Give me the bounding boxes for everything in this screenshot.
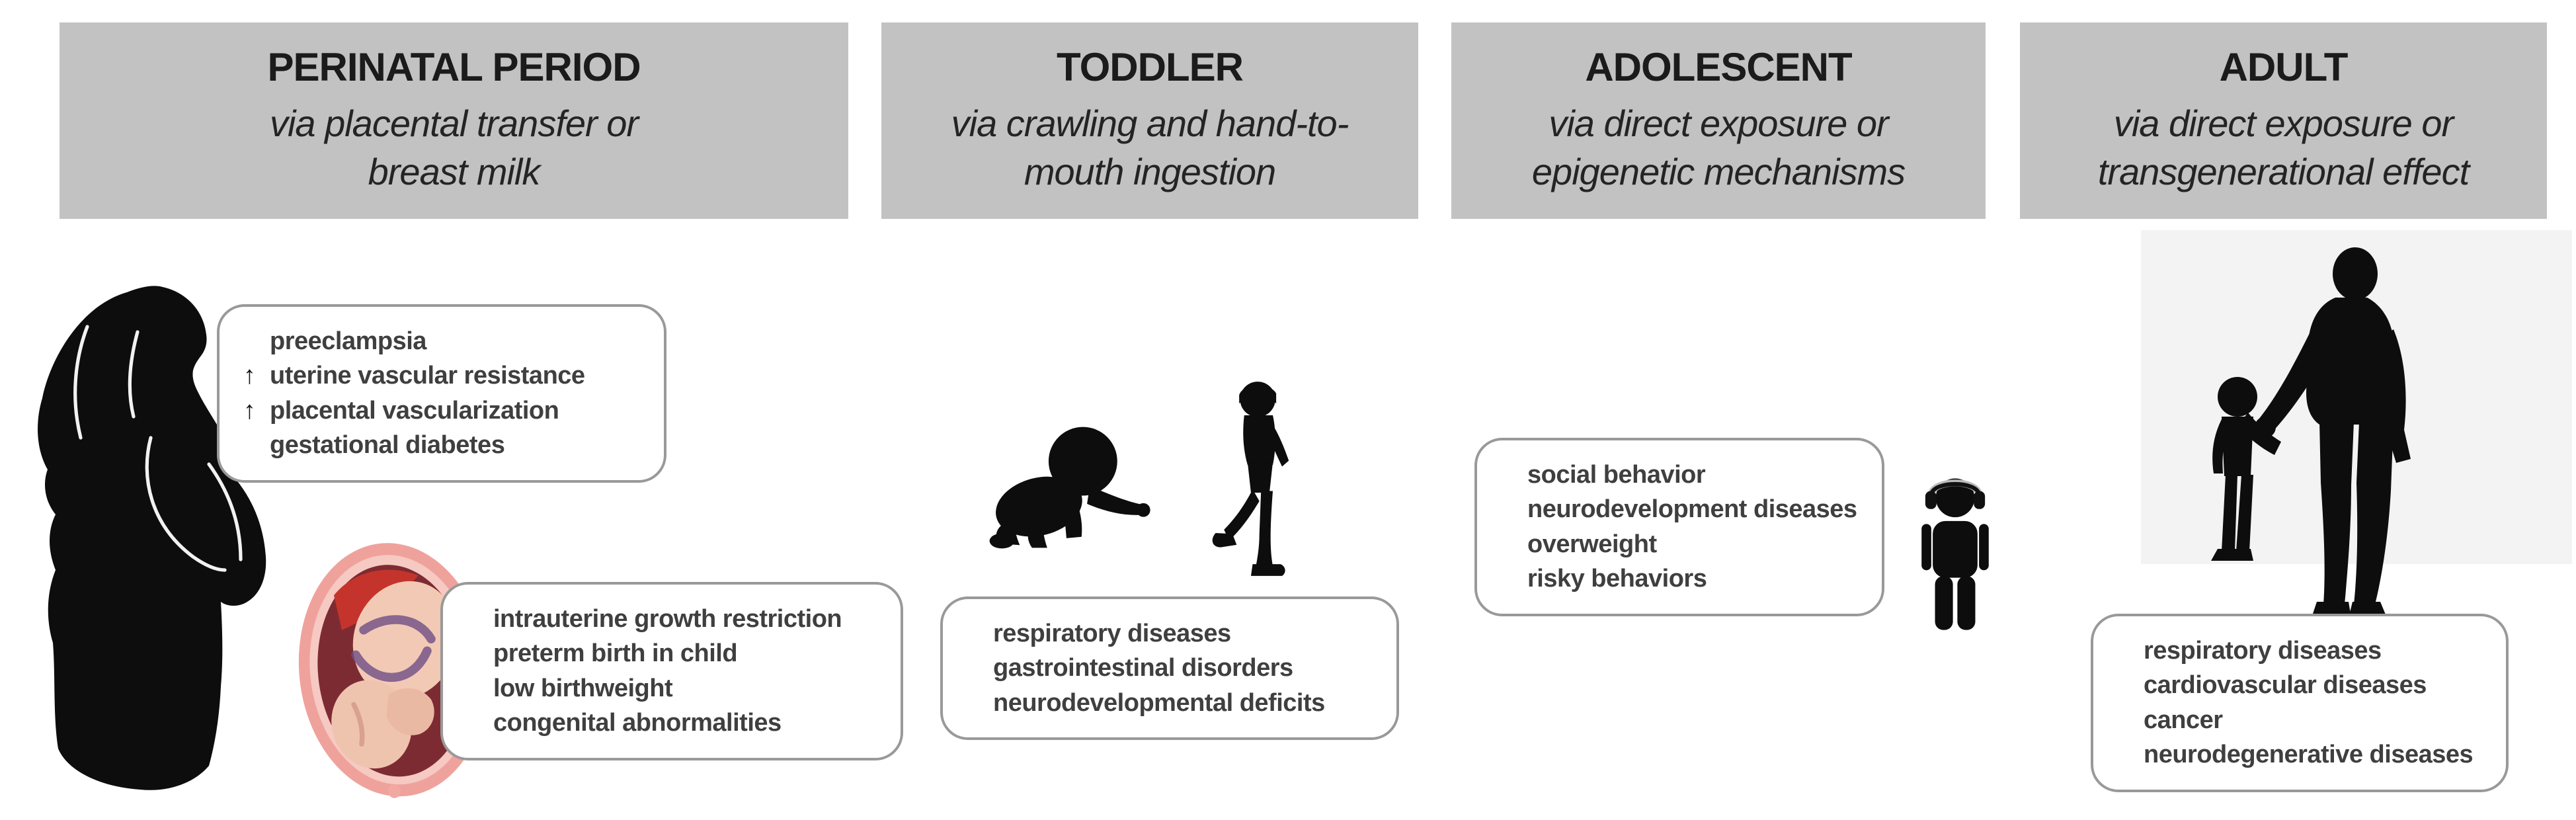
fetus-in-womb-icon: [298, 543, 489, 798]
stage-title: PERINATAL PERIOD: [267, 45, 641, 90]
callout-item: ↑ placental vascularization: [243, 393, 640, 428]
callout-perinatal-child-outcomes: intrauterine growth restriction preterm …: [440, 582, 903, 760]
headphones-band: [1929, 481, 1982, 497]
callout-item: respiratory diseases: [993, 620, 1231, 647]
increase-arrow-icon: ↑: [243, 396, 256, 425]
callout-item: low birthweight: [493, 674, 673, 702]
callout-item-text: uterine vascular resistance: [270, 362, 585, 390]
callout-item: neurodevelopmental deficits: [993, 688, 1325, 717]
stage-exposure-route: via placental transfer or breast milk: [269, 102, 639, 193]
callout-item: cardiovascular diseases: [2144, 671, 2427, 700]
stage-header-adolescent: ADOLESCENT via direct exposure or epigen…: [1451, 22, 1986, 219]
pregnant-woman-icon: [38, 286, 266, 790]
walking-child-icon: [1212, 382, 1289, 576]
callout-toddler-outcomes: respiratory diseases gastrointestinal di…: [940, 596, 1399, 741]
callout-perinatal-maternal-effects: preeclampsia ↑ uterine vascular resistan…: [217, 304, 666, 483]
callout-adult-outcomes: respiratory diseases cardiovascular dise…: [2091, 614, 2509, 792]
callout-item: overweight: [1527, 530, 1657, 558]
crawling-baby-icon: [989, 427, 1150, 549]
stage-header-toddler: TODDLER via crawling and hand-to-mouth i…: [881, 22, 1418, 219]
callout-item: intrauterine growth restriction: [493, 605, 842, 633]
callout-item: preterm birth in child: [493, 639, 738, 668]
callout-item-text: placental vascularization: [270, 396, 559, 425]
callout-item: neurodegenerative diseases: [2144, 741, 2474, 769]
stage-header-adult: ADULT via direct exposure or transgenera…: [2020, 22, 2547, 219]
adult-with-child-icon: [2211, 247, 2411, 618]
callout-item: respiratory diseases: [2144, 637, 2382, 665]
stage-header-perinatal: PERINATAL PERIOD via placental transfer …: [60, 22, 848, 219]
headphone-earcup-right: [1974, 491, 1986, 509]
callout-item-text: preeclampsia: [270, 327, 426, 355]
increase-arrow-icon: ↑: [243, 362, 256, 390]
stage-exposure-route: via crawling and hand-to-mouth ingestion: [951, 102, 1349, 193]
callout-item: cancer: [2144, 706, 2223, 734]
callout-adolescent-outcomes: social behavior neurodevelopment disease…: [1474, 438, 1884, 616]
stage-title: TODDLER: [1057, 45, 1244, 90]
callout-item: congenital abnormalities: [493, 709, 782, 737]
callout-item: risky behaviors: [1527, 565, 1707, 593]
callout-item: ↑ uterine vascular resistance: [243, 358, 640, 393]
callout-item: gastrointestinal disorders: [993, 654, 1293, 682]
callout-item: gestational diabetes: [243, 428, 640, 462]
adolescent-headphones-icon: [1921, 478, 1989, 630]
headphone-earcup-left: [1925, 491, 1937, 509]
callout-item: preeclampsia: [243, 324, 640, 358]
callout-item: neurodevelopment diseases: [1527, 495, 1857, 524]
stage-title: ADOLESCENT: [1585, 45, 1852, 90]
stage-title: ADULT: [2219, 45, 2349, 90]
callout-item-text: gestational diabetes: [270, 431, 505, 460]
stage-exposure-route: via direct exposure or transgenerational…: [2097, 102, 2470, 193]
callout-item: social behavior: [1527, 461, 1706, 489]
stage-exposure-route: via direct exposure or epigenetic mechan…: [1531, 102, 1906, 193]
